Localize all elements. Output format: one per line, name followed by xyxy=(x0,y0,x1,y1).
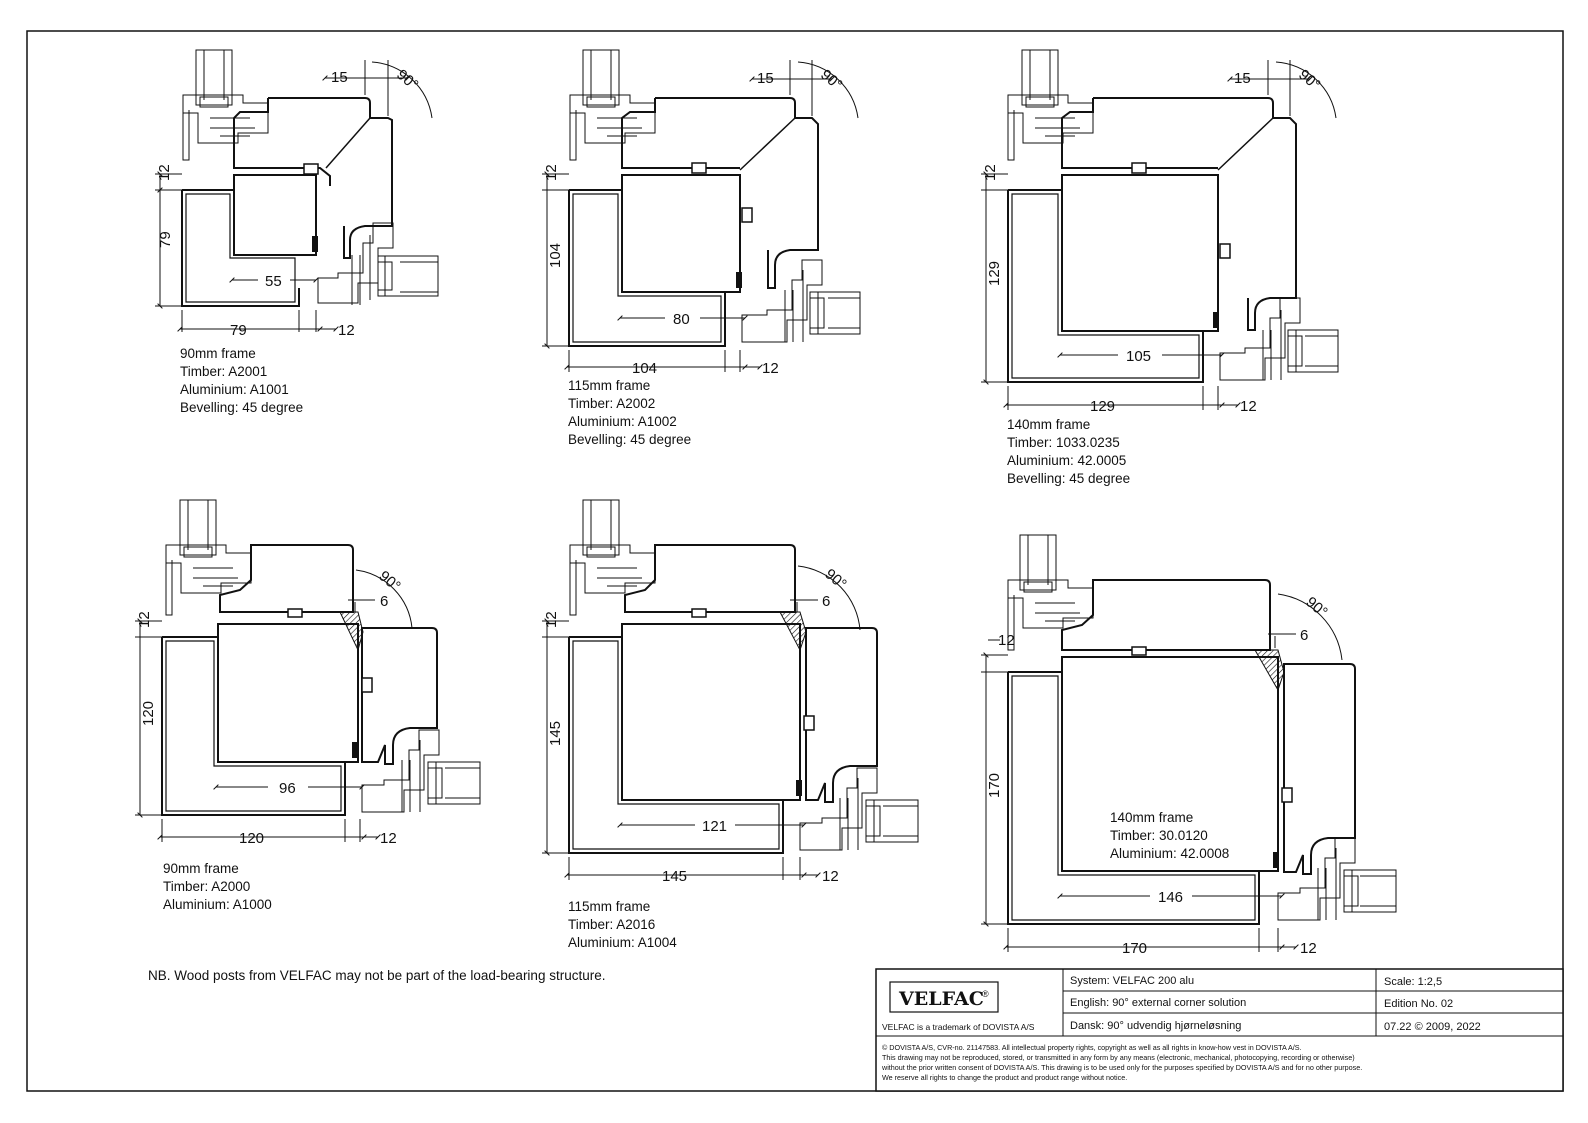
d5-caption-line: 115mm frame xyxy=(568,899,650,914)
d4-width: 120 xyxy=(239,830,264,847)
d1-caption: 90mm frame Timber: A2001 Aluminium: A100… xyxy=(180,346,303,415)
d6-caption-line: Timber: 30.0120 xyxy=(1110,828,1208,843)
d2-height: 104 xyxy=(547,243,564,268)
d2-caption-line: Aluminium: A1002 xyxy=(568,414,677,429)
d5-inner: 121 xyxy=(702,818,727,835)
copyright-text: © DOVISTA A/S, CVR-no. 21147583. All int… xyxy=(881,1043,1362,1082)
d4-inner: 96 xyxy=(279,780,296,797)
d6-inner: 146 xyxy=(1158,889,1183,906)
d4-caption-line: Aluminium: A1000 xyxy=(163,897,272,912)
copyright-line: © DOVISTA A/S, CVR-no. 21147583. All int… xyxy=(882,1043,1302,1052)
d2-gap: 12 xyxy=(762,360,779,377)
system-field: System: VELFAC 200 alu xyxy=(1070,975,1194,987)
copyright-line: We reserve all rights to change the prod… xyxy=(882,1073,1127,1082)
d3-offset: 15 xyxy=(1234,70,1251,87)
d4-height: 120 xyxy=(140,701,157,726)
d5-caption-line: Timber: A2016 xyxy=(568,917,655,932)
d2-offset: 15 xyxy=(757,70,774,87)
d5-offset: 6 xyxy=(822,593,830,610)
d2-caption-line: Bevelling: 45 degree xyxy=(568,432,691,447)
english-field: English: 90° external corner solution xyxy=(1070,997,1246,1009)
d4-gap: 12 xyxy=(380,830,397,847)
d1-caption-line: Timber: A2001 xyxy=(180,364,267,379)
d2-angle: 90° xyxy=(817,66,845,94)
date-field: 07.22 © 2009, 2022 xyxy=(1384,1021,1481,1033)
d3-caption-line: 140mm frame xyxy=(1007,417,1090,432)
d6-caption-line: Aluminium: 42.0008 xyxy=(1110,846,1229,861)
d3-side: 12 xyxy=(982,164,999,181)
d1-caption-line: Aluminium: A1001 xyxy=(180,382,289,397)
scale-field: Scale: 1:2,5 xyxy=(1384,976,1442,988)
dansk-field: Dansk: 90° udvendig hjørneløsning xyxy=(1070,1020,1241,1032)
sheet-border xyxy=(26,30,1564,1092)
d4-offset: 6 xyxy=(380,593,388,610)
trademark-text: VELFAC is a trademark of DOVISTA A/S xyxy=(882,1022,1035,1032)
d4-caption-line: 90mm frame xyxy=(163,861,239,876)
d5-height: 145 xyxy=(547,721,564,746)
d2-width: 104 xyxy=(632,360,657,377)
d4-caption-line: Timber: A2000 xyxy=(163,879,250,894)
d6-caption: 140mm frame Timber: 30.0120 Aluminium: 4… xyxy=(1110,810,1229,861)
copyright-line: without the prior written consent of DOV… xyxy=(881,1063,1362,1072)
d3-caption-line: Aluminium: 42.0005 xyxy=(1007,453,1126,468)
d2-side: 12 xyxy=(543,164,560,181)
load-bearing-note: NB. Wood posts from VELFAC may not be pa… xyxy=(148,968,605,983)
d3-caption-line: Bevelling: 45 degree xyxy=(1007,471,1130,486)
d5-caption: 115mm frame Timber: A2016 Aluminium: A10… xyxy=(568,899,677,950)
edition-field: Edition No. 02 xyxy=(1384,998,1453,1010)
d6-side: 12 xyxy=(998,632,1015,649)
d5-gap: 12 xyxy=(822,868,839,885)
d5-width: 145 xyxy=(662,868,687,885)
copyright-line: This drawing may not be reproduced, stor… xyxy=(882,1053,1355,1062)
d1-angle: 90° xyxy=(393,66,421,94)
registered-mark: ® xyxy=(982,989,989,999)
d2-caption-line: Timber: A2002 xyxy=(568,396,655,411)
d6-width: 170 xyxy=(1122,940,1147,957)
d1-height: 79 xyxy=(157,231,174,248)
detail-1: 15 90° 12 79 55 79 12 90mm frame Timber:… xyxy=(155,49,439,415)
d6-offset: 6 xyxy=(1300,627,1308,644)
d1-width: 79 xyxy=(230,322,247,339)
d3-inner: 105 xyxy=(1126,348,1151,365)
d4-side: 12 xyxy=(136,611,153,628)
detail-4: 6 90° 12 120 96 120 12 90mm frame Timber… xyxy=(135,499,481,912)
d5-angle: 90° xyxy=(821,565,849,593)
logo-text: VELFAC xyxy=(898,988,984,1010)
d6-gap: 12 xyxy=(1300,940,1317,957)
d1-side: 12 xyxy=(156,164,173,181)
d4-caption: 90mm frame Timber: A2000 Aluminium: A100… xyxy=(163,861,272,912)
d3-caption-line: Timber: 1033.0235 xyxy=(1007,435,1120,450)
d3-width: 129 xyxy=(1090,398,1115,415)
detail-6: 6 90° 12 170 146 170 12 140mm frame Timb… xyxy=(981,534,1397,957)
d3-height: 129 xyxy=(986,261,1003,286)
d3-gap: 12 xyxy=(1240,398,1257,415)
detail-2: 15 90° 12 104 80 104 12 115mm frame Timb… xyxy=(542,49,861,447)
d1-offset: 15 xyxy=(331,69,348,86)
d1-caption-line: Bevelling: 45 degree xyxy=(180,400,303,415)
d1-caption-line: 90mm frame xyxy=(180,346,256,361)
detail-5: 6 90° 12 145 121 145 12 115mm frame Timb… xyxy=(542,499,919,950)
velfac-logo: VELFAC ® xyxy=(889,981,999,1013)
d2-caption: 115mm frame Timber: A2002 Aluminium: A10… xyxy=(568,378,691,447)
d4-angle: 90° xyxy=(375,567,403,595)
d5-side: 12 xyxy=(543,611,560,628)
d6-caption-line: 140mm frame xyxy=(1110,810,1193,825)
d3-angle: 90° xyxy=(1295,66,1323,94)
detail-3: 15 90° 12 129 105 129 12 140mm frame Tim… xyxy=(981,49,1339,486)
d2-inner: 80 xyxy=(673,311,690,328)
d1-gap: 12 xyxy=(338,322,355,339)
d6-height: 170 xyxy=(986,773,1003,798)
title-block: VELFAC ® VELFAC is a trademark of DOVIST… xyxy=(875,968,1564,1092)
d5-caption-line: Aluminium: A1004 xyxy=(568,935,677,950)
d1-inner: 55 xyxy=(265,273,282,290)
d3-caption: 140mm frame Timber: 1033.0235 Aluminium:… xyxy=(1007,417,1130,486)
d2-caption-line: 115mm frame xyxy=(568,378,650,393)
d6-angle: 90° xyxy=(1302,593,1330,621)
